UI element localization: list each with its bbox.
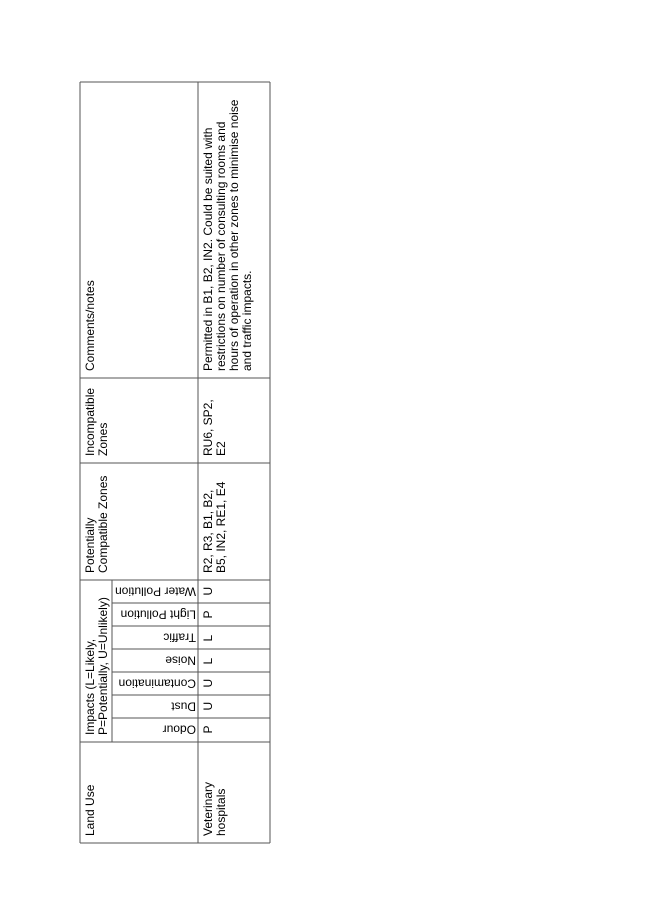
impact-column-header: Noise <box>165 654 196 668</box>
impact-value: U <box>201 702 215 711</box>
impact-value: P <box>201 725 215 733</box>
cell-incompatible-line2: E2 <box>214 441 228 456</box>
impact-column-header: Contamination <box>119 677 196 691</box>
impact-column-headers: Odour Dust Contamination Noise Traffic Light … <box>115 585 196 737</box>
header-impacts-line1: Impacts (L=Likely, <box>83 639 97 735</box>
impact-value: P <box>201 610 215 618</box>
impact-column-header: Light Pollution <box>121 608 196 622</box>
cell-comments: Permitted in B1, B2, IN2. Could be suite… <box>201 99 254 371</box>
impact-value: L <box>201 635 215 642</box>
cell-compatible-line2: B5, IN2, RE1, E4 <box>214 481 228 573</box>
impact-value: U <box>201 679 215 688</box>
impact-values: P U U L L P U <box>201 587 215 734</box>
impact-column-header: Odour <box>163 723 196 737</box>
header-comments: Comments/notes <box>83 280 97 371</box>
impact-value: L <box>201 658 215 665</box>
impact-column-header: Water Pollution <box>115 585 196 599</box>
comment-line: and traffic impacts. <box>240 271 254 372</box>
header-incompatible-line1: Incompatible <box>83 388 97 456</box>
comment-line: hours of operation in other zones to min… <box>227 99 241 371</box>
header-incompatible-line2: Zones <box>96 423 110 456</box>
comment-line: restrictions on number of consulting roo… <box>214 122 228 371</box>
cell-land-use-line2: hospitals <box>214 789 228 836</box>
header-land-use: Land Use <box>83 784 97 836</box>
cell-incompatible-line1: RU6, SP2, <box>201 399 215 456</box>
header-compatible-line2: Compatible Zones <box>96 476 110 573</box>
impact-value: U <box>201 587 215 596</box>
cell-compatible-line1: R2, R3, B1, B2, <box>201 490 215 573</box>
comment-line: Permitted in B1, B2, IN2. Could be suite… <box>201 128 215 371</box>
cell-land-use-line1: Veterinary <box>201 782 215 836</box>
impact-column-header: Traffic <box>163 631 196 645</box>
header-compatible-line1: Potentially <box>83 518 97 573</box>
header-impacts-line2: P=Potentially, U=Unlikely) <box>96 597 110 735</box>
table-grid <box>79 81 271 844</box>
impact-column-header: Dust <box>171 700 196 714</box>
